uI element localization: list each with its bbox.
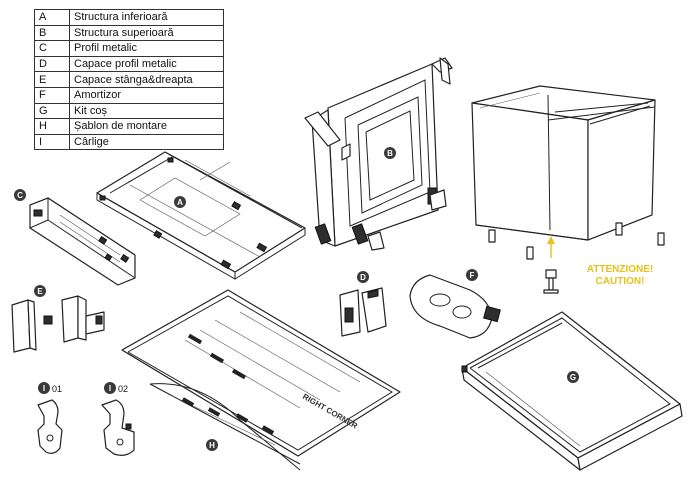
- badge-g: [567, 371, 579, 383]
- hook-01: I 01: [37, 382, 63, 454]
- badge-a: [174, 196, 186, 208]
- part-i-hooks: I 01 I 02: [37, 382, 135, 456]
- badge-i-01: [38, 382, 50, 394]
- legend-label: Capace profil metalic: [69, 55, 224, 73]
- cabinet-legs: [488, 222, 665, 260]
- badge-f: [466, 269, 478, 281]
- badge-d-label: D: [360, 273, 366, 282]
- badge-i-01-label: I: [43, 384, 45, 393]
- badge-g-label: G: [570, 373, 576, 382]
- caution-line-1: ATTENZIONE!: [586, 264, 654, 275]
- badge-c: [14, 189, 26, 201]
- legend-label: Kit coș: [69, 102, 224, 120]
- part-f-damper: F: [409, 269, 501, 339]
- legend-label: Cârlige: [69, 133, 224, 151]
- badge-h: [206, 439, 218, 451]
- hook-01-number: 01: [52, 384, 62, 394]
- badge-c-label: C: [17, 191, 23, 200]
- badge-f-label: F: [470, 271, 475, 280]
- part-e-side-caps: E: [11, 285, 105, 353]
- badge-d: [357, 271, 369, 283]
- legend-label: Structura superioară: [69, 24, 224, 42]
- part-a-lower-structure: A: [96, 151, 306, 280]
- badge-i-02-label: I: [109, 384, 111, 393]
- hook-02: I 02: [101, 382, 135, 456]
- caution-line-2: CAUTION!: [595, 276, 645, 287]
- part-h-mounting-template: RIGHT CORNER H: [121, 289, 401, 471]
- badge-b: [384, 147, 396, 159]
- adjustable-leg: [543, 269, 559, 294]
- profile-end-block: [33, 209, 43, 217]
- part-b-upper-structure: B: [304, 57, 453, 251]
- badge-e-label: E: [37, 287, 43, 296]
- badge-a-label: A: [177, 198, 183, 207]
- part-g-basket-kit: G: [461, 311, 683, 471]
- badge-h-label: H: [209, 441, 215, 450]
- badge-b-label: B: [387, 149, 393, 158]
- legend-label: Structura inferioară: [69, 9, 224, 26]
- legend-letter: I: [34, 133, 70, 151]
- caution-note: ATTENZIONE! CAUTION!: [574, 264, 666, 288]
- badge-e: [34, 285, 46, 297]
- part-c-metal-profile: C: [14, 189, 136, 286]
- template-marks: [181, 333, 275, 435]
- hook-02-number: 02: [118, 384, 128, 394]
- legend-label: Amortizor: [69, 86, 224, 104]
- corner-cabinet: [471, 85, 665, 294]
- part-d-profile-caps: D: [339, 271, 387, 337]
- badge-i-02: [104, 382, 116, 394]
